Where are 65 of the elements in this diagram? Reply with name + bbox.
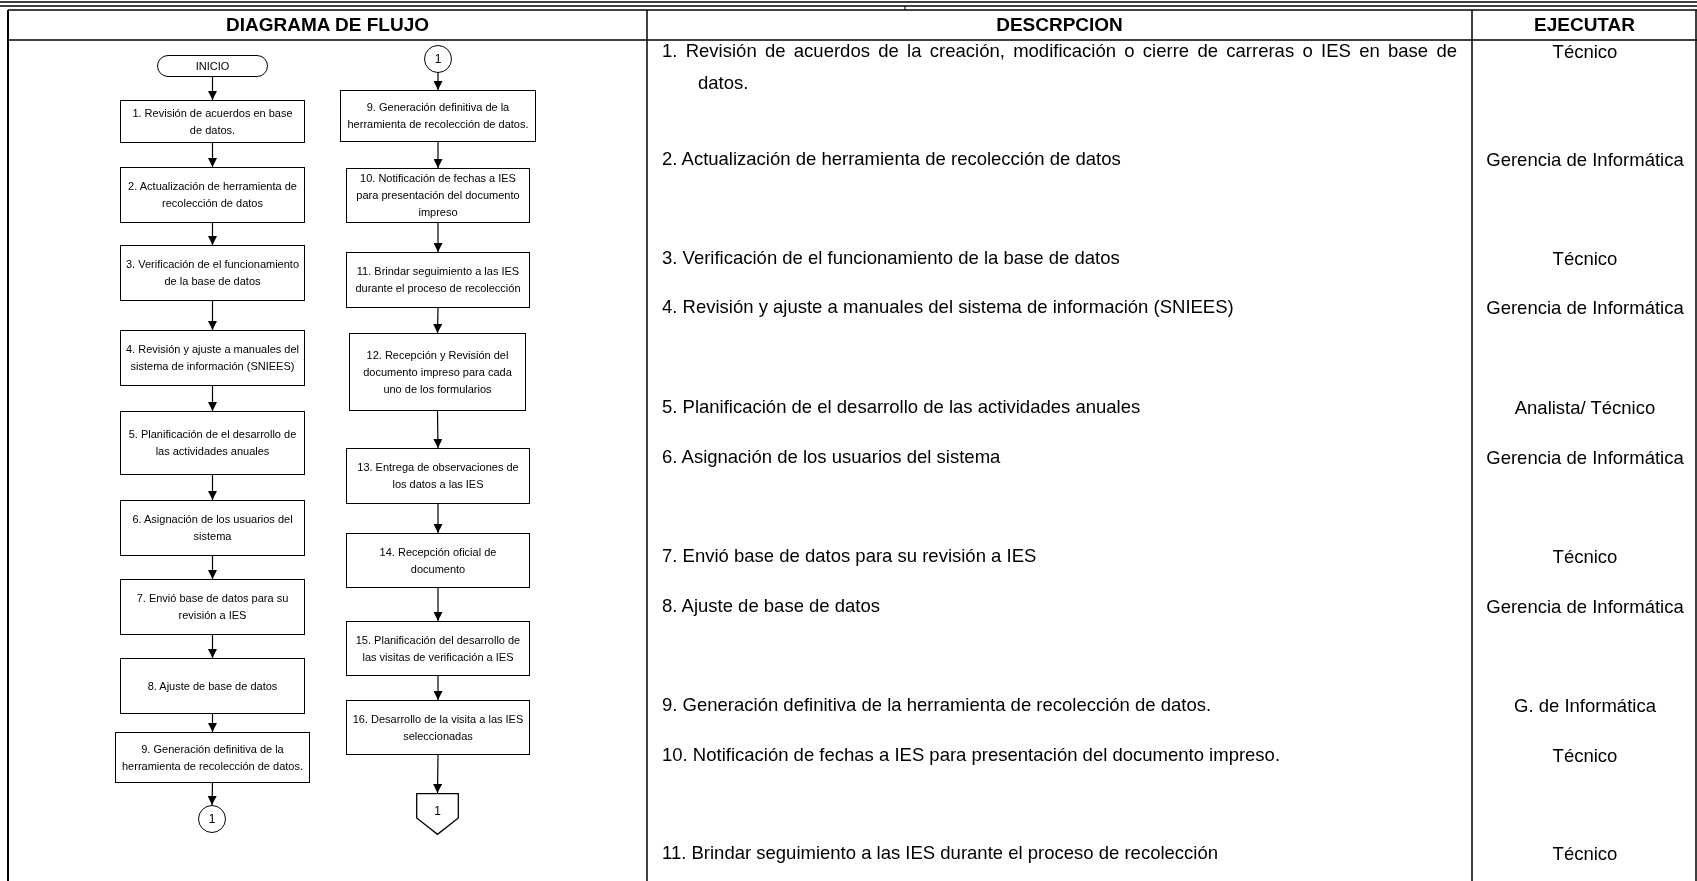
process-box: 9. Generación definitiva de la herramienta de recolección de datos. bbox=[115, 732, 310, 783]
column-header: DESCRPCION bbox=[995, 13, 1124, 37]
process-box: 13. Entrega de observaciones de los datos a las IES bbox=[346, 448, 530, 504]
arrow bbox=[433, 141, 443, 169]
arrow bbox=[208, 222, 217, 246]
terminator: INICIO bbox=[157, 55, 268, 77]
arrow bbox=[433, 222, 443, 253]
step-description: 6. Asignación de los usuarios del sistema bbox=[662, 445, 1002, 469]
arrow bbox=[433, 587, 443, 622]
arrow bbox=[208, 142, 217, 168]
responsible-role: Técnico bbox=[1551, 39, 1619, 64]
step-description: 9. Generación definitiva de la herramienta de recolección de datos. bbox=[662, 693, 1213, 717]
arrow bbox=[208, 634, 217, 659]
column-header: DIAGRAMA DE FLUJO bbox=[225, 13, 430, 37]
responsible-role: Técnico bbox=[1551, 246, 1619, 271]
process-box: 7. Envió base de datos para su revisión a IES bbox=[120, 579, 305, 635]
responsible-role: Analista/ Técnico bbox=[1513, 395, 1657, 420]
connector-circle: 1 bbox=[198, 805, 226, 833]
step-description: 8. Ajuste de base de datos bbox=[662, 594, 882, 618]
responsible-role: Técnico bbox=[1551, 544, 1619, 569]
step-description: 3. Verificación de el funcionamiento de la base de datos bbox=[662, 246, 1121, 270]
process-box: 5. Planificación de el desarrollo de las actividades anuales bbox=[120, 411, 305, 475]
process-box: 1. Revisión de acuerdos en base de datos. bbox=[120, 100, 305, 143]
responsible-role: G. de Informática bbox=[1513, 693, 1657, 718]
process-box: 4. Revisión y ajuste a manuales del sistema de información (SNIEES) bbox=[120, 330, 305, 386]
step-description: 11. Brindar seguimiento a las IES durante el proceso de recolección bbox=[662, 841, 1219, 865]
arrow bbox=[433, 307, 443, 334]
arrow bbox=[208, 713, 217, 733]
step-description: 4. Revisión y ajuste a manuales del sistema de información (SNIEES) bbox=[662, 295, 1235, 319]
responsible-role: Gerencia de Informática bbox=[1485, 147, 1685, 172]
step-description: 1. Revisión de acuerdos de la creación, modificación o cierre de carreras o IES en base de datos. bbox=[662, 39, 1457, 95]
arrow bbox=[433, 754, 443, 794]
process-box: 10. Notificación de fechas a IES para presentación del documento impreso bbox=[346, 168, 530, 223]
responsible-role: Gerencia de Informática bbox=[1485, 445, 1685, 470]
responsible-role: Gerencia de Informática bbox=[1485, 594, 1685, 619]
arrow bbox=[207, 782, 217, 806]
step-description: 10. Notificación de fechas a IES para presentación del documento impreso. bbox=[662, 743, 1282, 767]
process-box: 12. Recepción y Revisión del documento impreso para cada uno de los formularios bbox=[349, 333, 526, 411]
arrow bbox=[433, 410, 443, 449]
arrow bbox=[208, 474, 217, 501]
connector-circle: 1 bbox=[424, 45, 452, 73]
arrow bbox=[208, 555, 217, 580]
step-description: 5. Planificación de el desarrollo de las actividades anuales bbox=[662, 395, 1142, 419]
process-box: 2. Actualización de herramienta de recolección de datos bbox=[120, 167, 305, 223]
arrow bbox=[433, 675, 443, 701]
process-box: 11. Brindar seguimiento a las IES durante el proceso de recolección bbox=[346, 252, 530, 308]
arrow bbox=[208, 300, 217, 331]
arrow bbox=[433, 503, 443, 534]
off-page-connector: 1 bbox=[416, 793, 459, 835]
step-description: 2. Actualización de herramienta de recolección de datos bbox=[662, 147, 1122, 171]
responsible-role: Técnico bbox=[1551, 743, 1619, 768]
process-box: 9. Generación definitiva de la herramienta de recolección de datos. bbox=[340, 90, 536, 142]
process-box: 16. Desarrollo de la visita a las IES seleccionadas bbox=[346, 700, 530, 755]
step-description: 7. Envió base de datos para su revisión a IES bbox=[662, 544, 1038, 568]
process-box: 8. Ajuste de base de datos bbox=[120, 658, 305, 714]
arrow bbox=[208, 385, 217, 412]
arrow bbox=[208, 76, 217, 101]
process-box: 14. Recepción oficial de documento bbox=[346, 533, 530, 588]
process-box: 15. Planificación del desarrollo de las visitas de verificación a IES bbox=[346, 621, 530, 676]
process-box: 3. Verificación de el funcionamiento de la base de datos bbox=[120, 245, 305, 301]
responsible-role: Técnico bbox=[1551, 841, 1619, 866]
arrow bbox=[433, 72, 443, 91]
responsible-role: Gerencia de Informática bbox=[1485, 295, 1685, 320]
column-header: EJECUTAR bbox=[1533, 13, 1636, 37]
process-box: 6. Asignación de los usuarios del sistema bbox=[120, 500, 305, 556]
